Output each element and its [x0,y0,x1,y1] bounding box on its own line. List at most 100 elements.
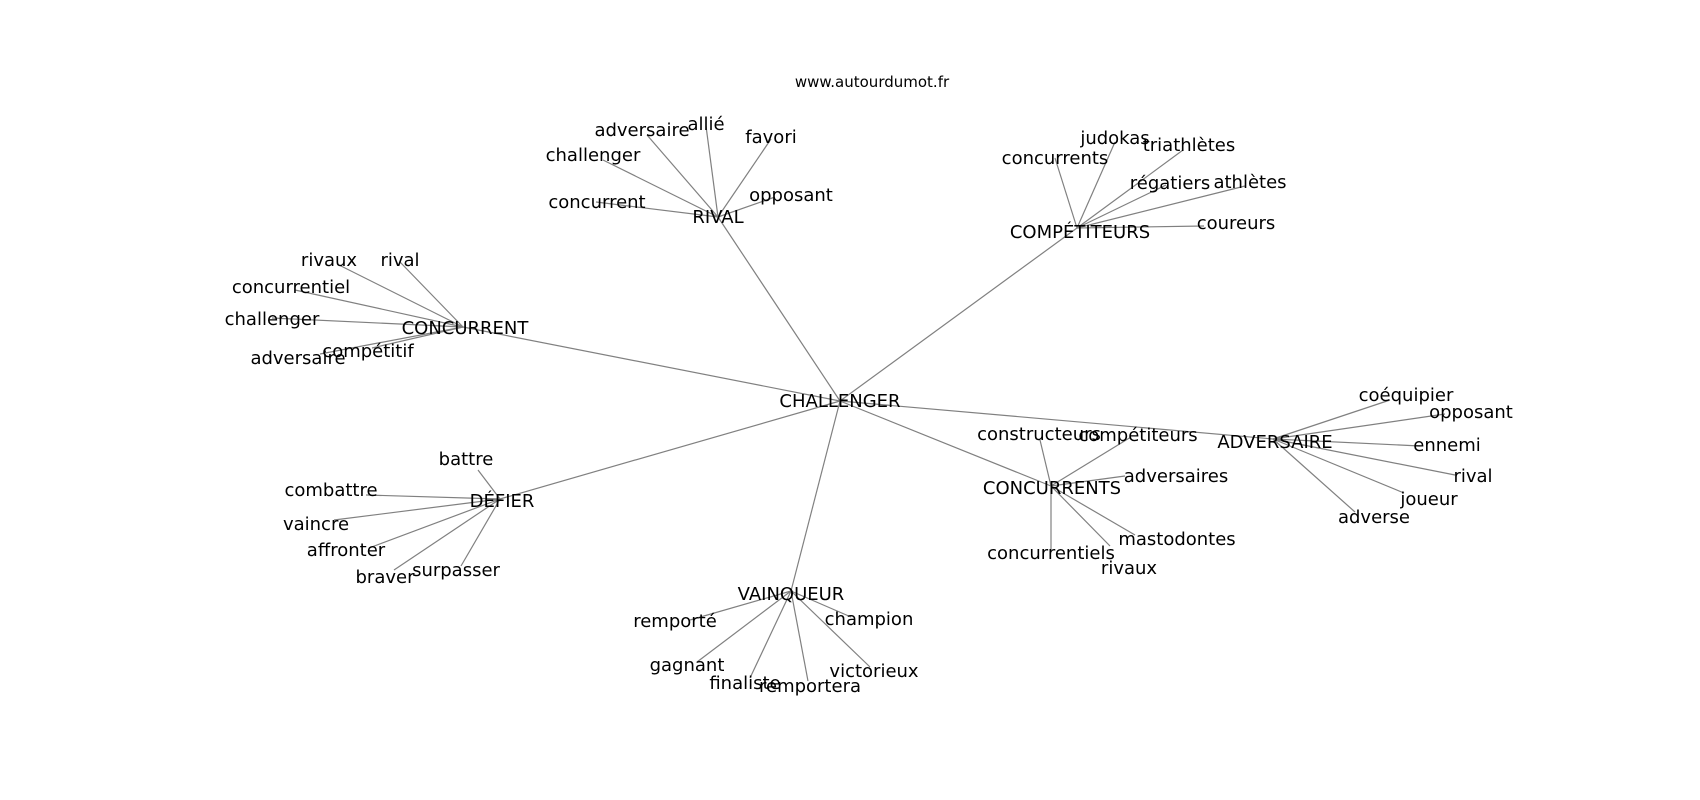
edge-hub-3-leaf-0 [1272,399,1391,440]
hub-word-node[interactable]: ADVERSAIRE [1217,432,1332,453]
leaf-word-node[interactable]: challenger [546,145,641,166]
leaf-word-node[interactable]: victorieux [829,661,919,682]
leaf-word-node[interactable]: concurrents [1002,148,1109,169]
edge-hub-0-leaf-2 [717,138,772,218]
edge-hub-1-leaf-4 [1076,185,1246,229]
edge-center-to-0 [717,216,841,402]
edge-hub-3-leaf-5 [1272,438,1356,513]
edge-hub-6-leaf-3 [790,590,871,668]
edge-hub-4-leaf-5 [1050,485,1111,547]
edge-hub-4-leaf-3 [1050,485,1136,536]
edge-hub-3-leaf-3 [1272,438,1456,476]
edge-hub-6-leaf-2 [696,590,792,663]
edge-center-to-4 [839,400,1052,487]
edge-hub-5-leaf-1 [365,494,501,500]
leaf-word-node[interactable]: challenger [225,309,320,330]
leaf-word-node[interactable]: rivaux [301,250,357,271]
edge-hub-6-leaf-0 [689,590,792,621]
leaf-word-node[interactable]: remporté [633,611,717,632]
hub-word-node[interactable]: VAINQUEUR [738,584,845,605]
hub-word-node[interactable]: RIVAL [692,207,743,228]
leaf-word-node[interactable]: battre [439,449,494,470]
edge-hub-3-leaf-1 [1272,413,1446,440]
edge-hub-0-leaf-3 [602,159,719,218]
edge-hub-5-leaf-5 [460,498,501,567]
edge-center-to-1 [839,227,1078,402]
edge-hub-2-leaf-5 [319,326,464,355]
leaf-word-node[interactable]: concurrent [548,192,645,213]
leaf-word-node[interactable]: gagnant [650,655,725,676]
edge-hub-4-leaf-0 [1039,439,1052,487]
edge-hub-5-leaf-0 [477,469,501,500]
hub-word-node[interactable]: CONCURRENT [402,318,530,339]
leaf-word-node[interactable]: vaincre [283,514,349,535]
leaf-word-node[interactable]: triathlètes [1143,135,1236,156]
leaf-word-node[interactable]: rivaux [1101,558,1157,579]
edge-hub-2-leaf-0 [340,265,464,328]
source-label: www.autourdumot.fr [795,73,950,91]
edge-center-to-3 [839,400,1274,440]
leaf-word-node[interactable]: ennemi [1413,435,1481,456]
hub-word-node[interactable]: CONCURRENTS [983,478,1121,499]
edge-hub-4-leaf-1 [1050,436,1132,487]
leaf-word-node[interactable]: constructeurs [977,424,1101,445]
leaf-word-node[interactable]: judokas [1079,128,1149,149]
edge-hub-5-leaf-3 [368,498,501,549]
leaf-word-node[interactable]: concurrentiel [232,277,350,298]
leaf-word-node[interactable]: braver [356,567,416,588]
edge-hub-1-leaf-3 [1076,184,1167,229]
leaf-word-node[interactable]: remportera [759,676,861,697]
edge-hub-2-leaf-1 [399,261,464,328]
edge-hub-3-leaf-4 [1272,438,1405,494]
leaf-word-node[interactable]: champion [825,609,914,630]
leaf-word-node[interactable]: coureurs [1197,213,1276,234]
leaf-word-node[interactable]: affronter [307,540,386,561]
leaf-word-node[interactable]: favori [745,127,796,148]
edge-hub-1-leaf-0 [1076,141,1116,229]
leaf-word-node[interactable]: surpasser [412,560,500,581]
leaf-word-node[interactable]: combattre [284,480,377,501]
edge-hub-6-leaf-1 [790,590,852,618]
leaf-word-node[interactable]: concurrentiels [987,543,1115,564]
leaf-word-node[interactable]: rival [1453,466,1492,487]
edge-hub-6-leaf-5 [790,590,809,682]
edge-hub-5-leaf-4 [393,498,501,571]
leaf-word-node[interactable]: compétiteurs [1078,425,1197,446]
edge-hub-2-leaf-2 [294,289,464,328]
hub-word-node[interactable]: DÉFIER [470,490,535,512]
leaf-word-node[interactable]: régatiers [1130,173,1210,194]
leaf-word-node[interactable]: finaliste [709,673,780,694]
edge-center-to-6 [790,400,841,592]
edge-hub-0-leaf-1 [705,125,719,218]
leaf-word-node[interactable]: adversaire [594,120,689,141]
edge-hub-0-leaf-0 [646,134,719,218]
hub-word-node[interactable]: COMPÉTITEURS [1010,221,1150,243]
labels-layer: CHALLENGERRIVALadversairealliéfavorichal… [225,114,1513,697]
leaf-word-node[interactable]: compétitif [322,341,414,362]
leaf-word-node[interactable]: rival [380,250,419,271]
edge-hub-4-leaf-2 [1050,475,1126,487]
leaf-word-node[interactable]: adversaire [250,348,345,369]
edge-hub-1-leaf-2 [1054,157,1078,229]
leaf-word-node[interactable]: athlètes [1213,172,1286,193]
leaf-word-node[interactable]: adverse [1338,507,1410,528]
edge-hub-1-leaf-1 [1076,149,1184,229]
edge-center-to-2 [462,326,841,402]
leaf-word-node[interactable]: opposant [1429,402,1513,423]
edge-hub-1-leaf-5 [1076,225,1205,229]
leaf-word-node[interactable]: allié [687,114,724,135]
edge-hub-0-leaf-4 [717,196,776,218]
leaf-word-node[interactable]: coéquipier [1359,385,1454,406]
edge-hub-6-leaf-4 [749,590,792,679]
edge-hub-5-leaf-2 [333,498,501,521]
edge-center-to-5 [499,400,841,500]
edge-hub-3-leaf-2 [1272,438,1421,447]
leaf-word-node[interactable]: joueur [1399,489,1458,510]
edge-hub-2-leaf-4 [371,326,464,349]
leaf-word-node[interactable]: mastodontes [1118,529,1235,550]
edge-hub-2-leaf-3 [271,317,464,328]
leaf-word-node[interactable]: opposant [749,185,833,206]
center-word-node[interactable]: CHALLENGER [779,391,900,412]
leaf-word-node[interactable]: adversaires [1124,466,1228,487]
